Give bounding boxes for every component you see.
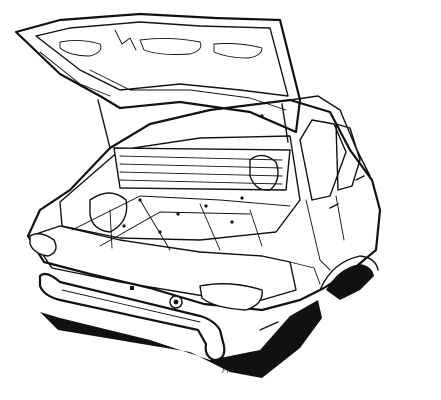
tailgate-lid xyxy=(14,12,302,134)
rear-lock xyxy=(169,295,183,309)
car-body xyxy=(26,95,382,312)
left-tail-light xyxy=(29,233,57,257)
right-tail-light xyxy=(199,283,263,311)
cargo-area xyxy=(59,114,301,251)
rear-fascia xyxy=(29,225,297,362)
ground-shadow xyxy=(40,300,322,378)
artist-signature: Pinchon xyxy=(221,366,251,375)
left-strut xyxy=(97,99,111,149)
